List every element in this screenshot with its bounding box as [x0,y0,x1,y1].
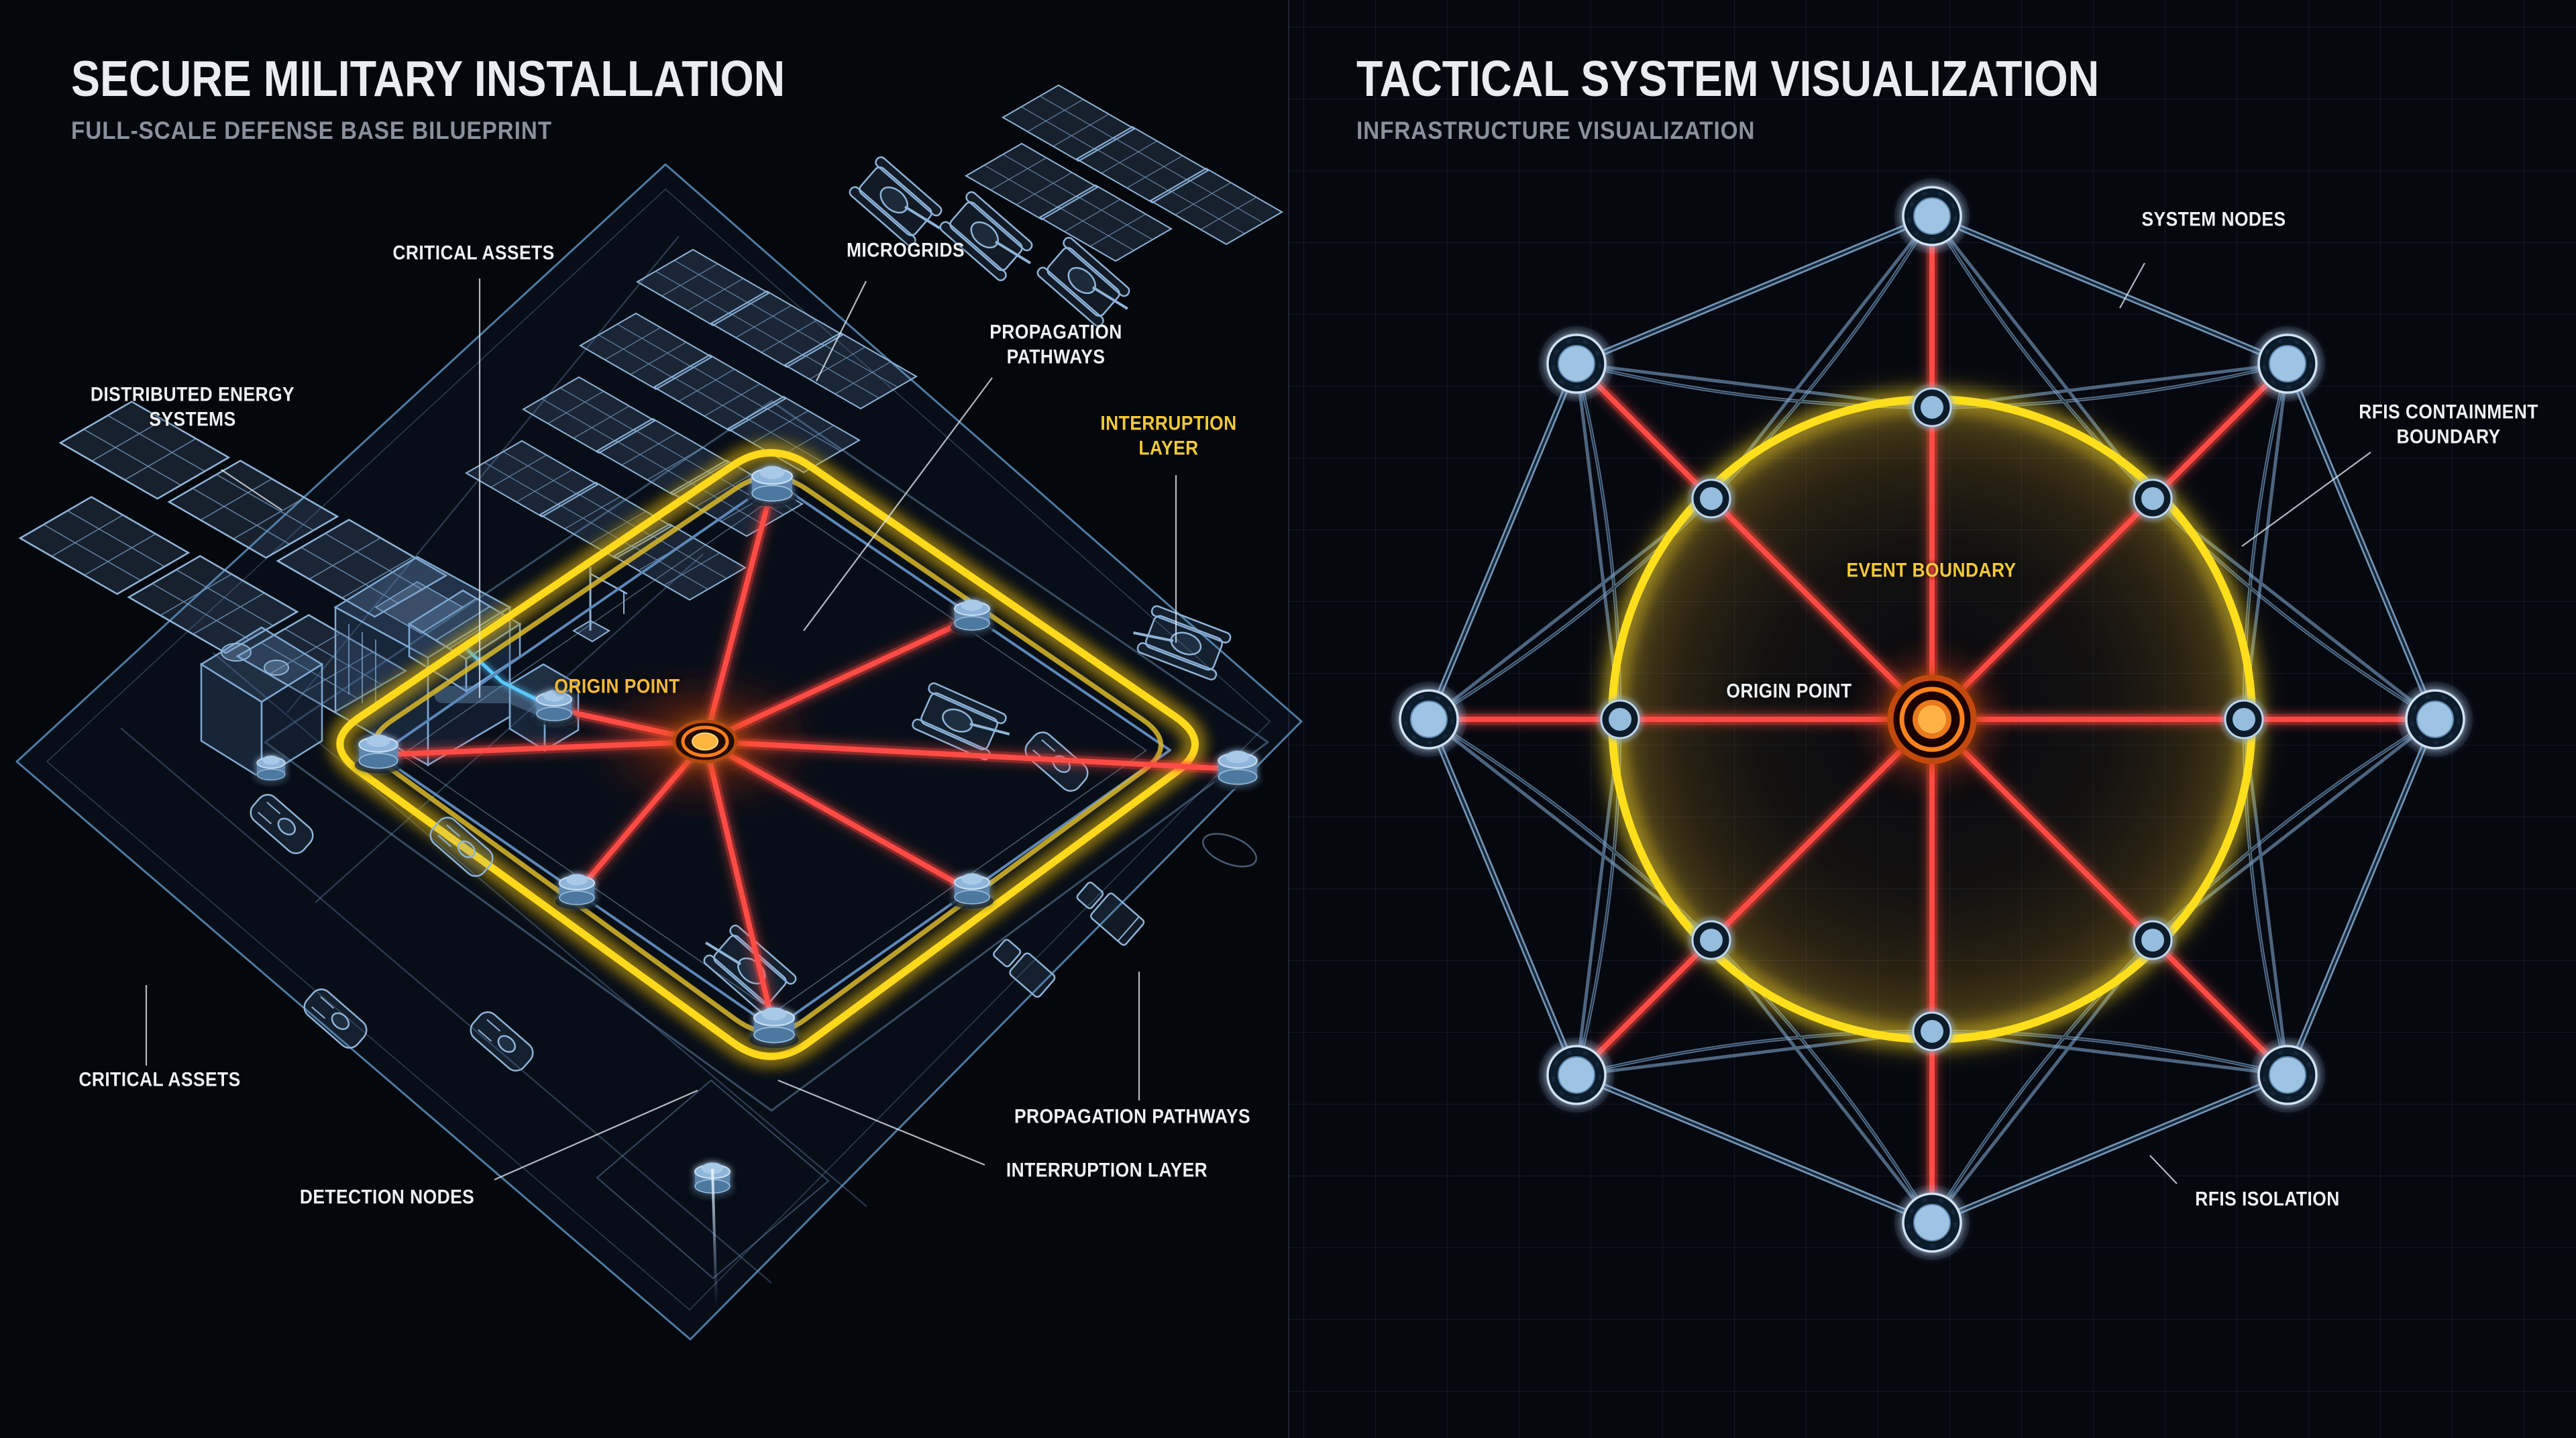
inner-node [1595,694,1646,745]
tactical-leaders [2119,262,2371,1184]
tank [846,154,952,255]
blueprint-panel [15,85,1303,1341]
detection-node [555,873,599,910]
system-node [2250,326,2325,401]
sensor-beam [711,1168,718,1308]
detection-node [749,1007,800,1049]
detection-node [1213,750,1263,790]
inner-node [1686,473,1737,524]
detection-node [253,755,289,784]
system-node [1539,326,1614,401]
origin-point-node-left [641,700,769,783]
origin-point-node-right [1865,652,1999,786]
system-node [2398,682,2473,757]
landing-pad [1202,833,1257,868]
inner-node [2127,915,2178,966]
crane-unit [572,567,628,643]
tactical-panel [1288,0,2576,1438]
outer-ring-road [264,400,1269,1112]
system-node [1894,178,1970,254]
inner-node [1907,1006,1957,1057]
system-node [1391,682,1466,757]
blueprint-leaders [145,278,1177,1181]
inner-node [1686,915,1737,966]
sensor-pad-diamond [596,1079,830,1280]
detection-node [354,733,403,774]
detection-node [747,465,798,507]
system-node [1894,1185,1970,1260]
energy-plant-building [199,626,324,780]
node-chords [1428,215,2436,1224]
inner-node [1907,382,1957,433]
detection-node [950,872,994,909]
detection-node [950,599,994,635]
base-platform-inner [46,188,1271,1311]
inner-node [2127,473,2178,524]
system-node [1539,1037,1614,1113]
inner-node [2218,694,2269,745]
system-node [2250,1037,2325,1113]
detection-node [532,689,576,726]
propagation-radials [1426,213,2438,1225]
